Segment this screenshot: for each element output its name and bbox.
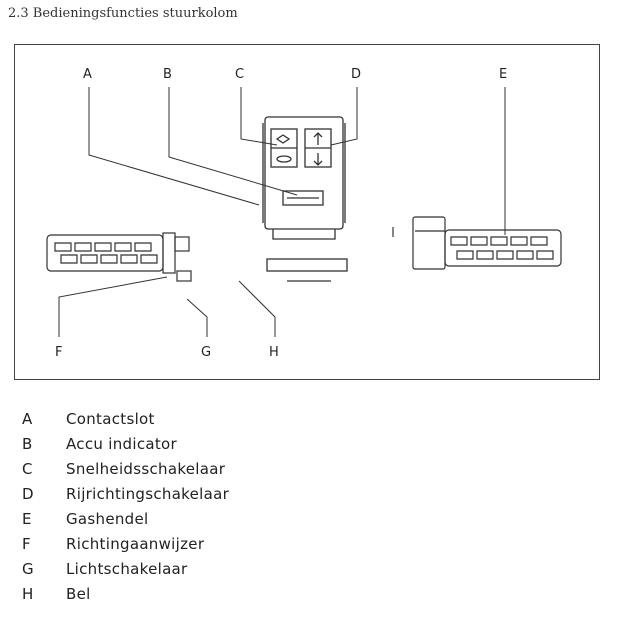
- legend-item: E Gashendel: [0, 510, 400, 535]
- legend-item: D Rijrichtingschakelaar: [0, 485, 400, 510]
- steering-column-drawing: [46, 87, 562, 337]
- figure-label-h: H: [269, 345, 279, 360]
- steering-column-diagram: A B C D E F G H: [14, 44, 600, 380]
- figure-label-g: G: [201, 345, 212, 360]
- legend-item: G Lichtschakelaar: [0, 560, 400, 585]
- legend-item: F Richtingaanwijzer: [0, 535, 400, 560]
- control-console: [262, 116, 348, 282]
- right-grip: [392, 216, 562, 270]
- legend-text: Lichtschakelaar: [66, 560, 188, 578]
- legend-item: A Contactslot: [0, 410, 400, 435]
- legend-item: H Bel: [0, 585, 400, 610]
- legend-item: B Accu indicator: [0, 435, 400, 460]
- legend-item: C Snelheidsschakelaar: [0, 460, 400, 485]
- legend-text: Bel: [66, 585, 91, 603]
- legend-text: Accu indicator: [66, 435, 177, 453]
- legend-letter: B: [22, 435, 33, 453]
- legend-letter: C: [22, 460, 33, 478]
- figure-label-b: B: [163, 67, 172, 82]
- figure-label-a: A: [83, 67, 92, 82]
- legend-letter: G: [22, 560, 34, 578]
- legend-letter: D: [22, 485, 34, 503]
- legend-letter: E: [22, 510, 32, 528]
- figure-label-e: E: [499, 67, 508, 82]
- left-grip: [46, 232, 192, 282]
- legend-letter: H: [22, 585, 34, 603]
- legend-text: Richtingaanwijzer: [66, 535, 205, 553]
- legend-text: Gashendel: [66, 510, 149, 528]
- legend-letter: F: [22, 535, 31, 553]
- figure-label-c: C: [235, 67, 245, 82]
- section-heading: 2.3 Bedieningsfuncties stuurkolom: [8, 6, 238, 21]
- legend-letter: A: [22, 410, 33, 428]
- legend-text: Contactslot: [66, 410, 155, 428]
- legend-text: Snelheidsschakelaar: [66, 460, 226, 478]
- legend-text: Rijrichtingschakelaar: [66, 485, 230, 503]
- leader-lines: [58, 87, 506, 337]
- figure-label-d: D: [351, 67, 362, 82]
- figure-label-f: F: [55, 345, 63, 360]
